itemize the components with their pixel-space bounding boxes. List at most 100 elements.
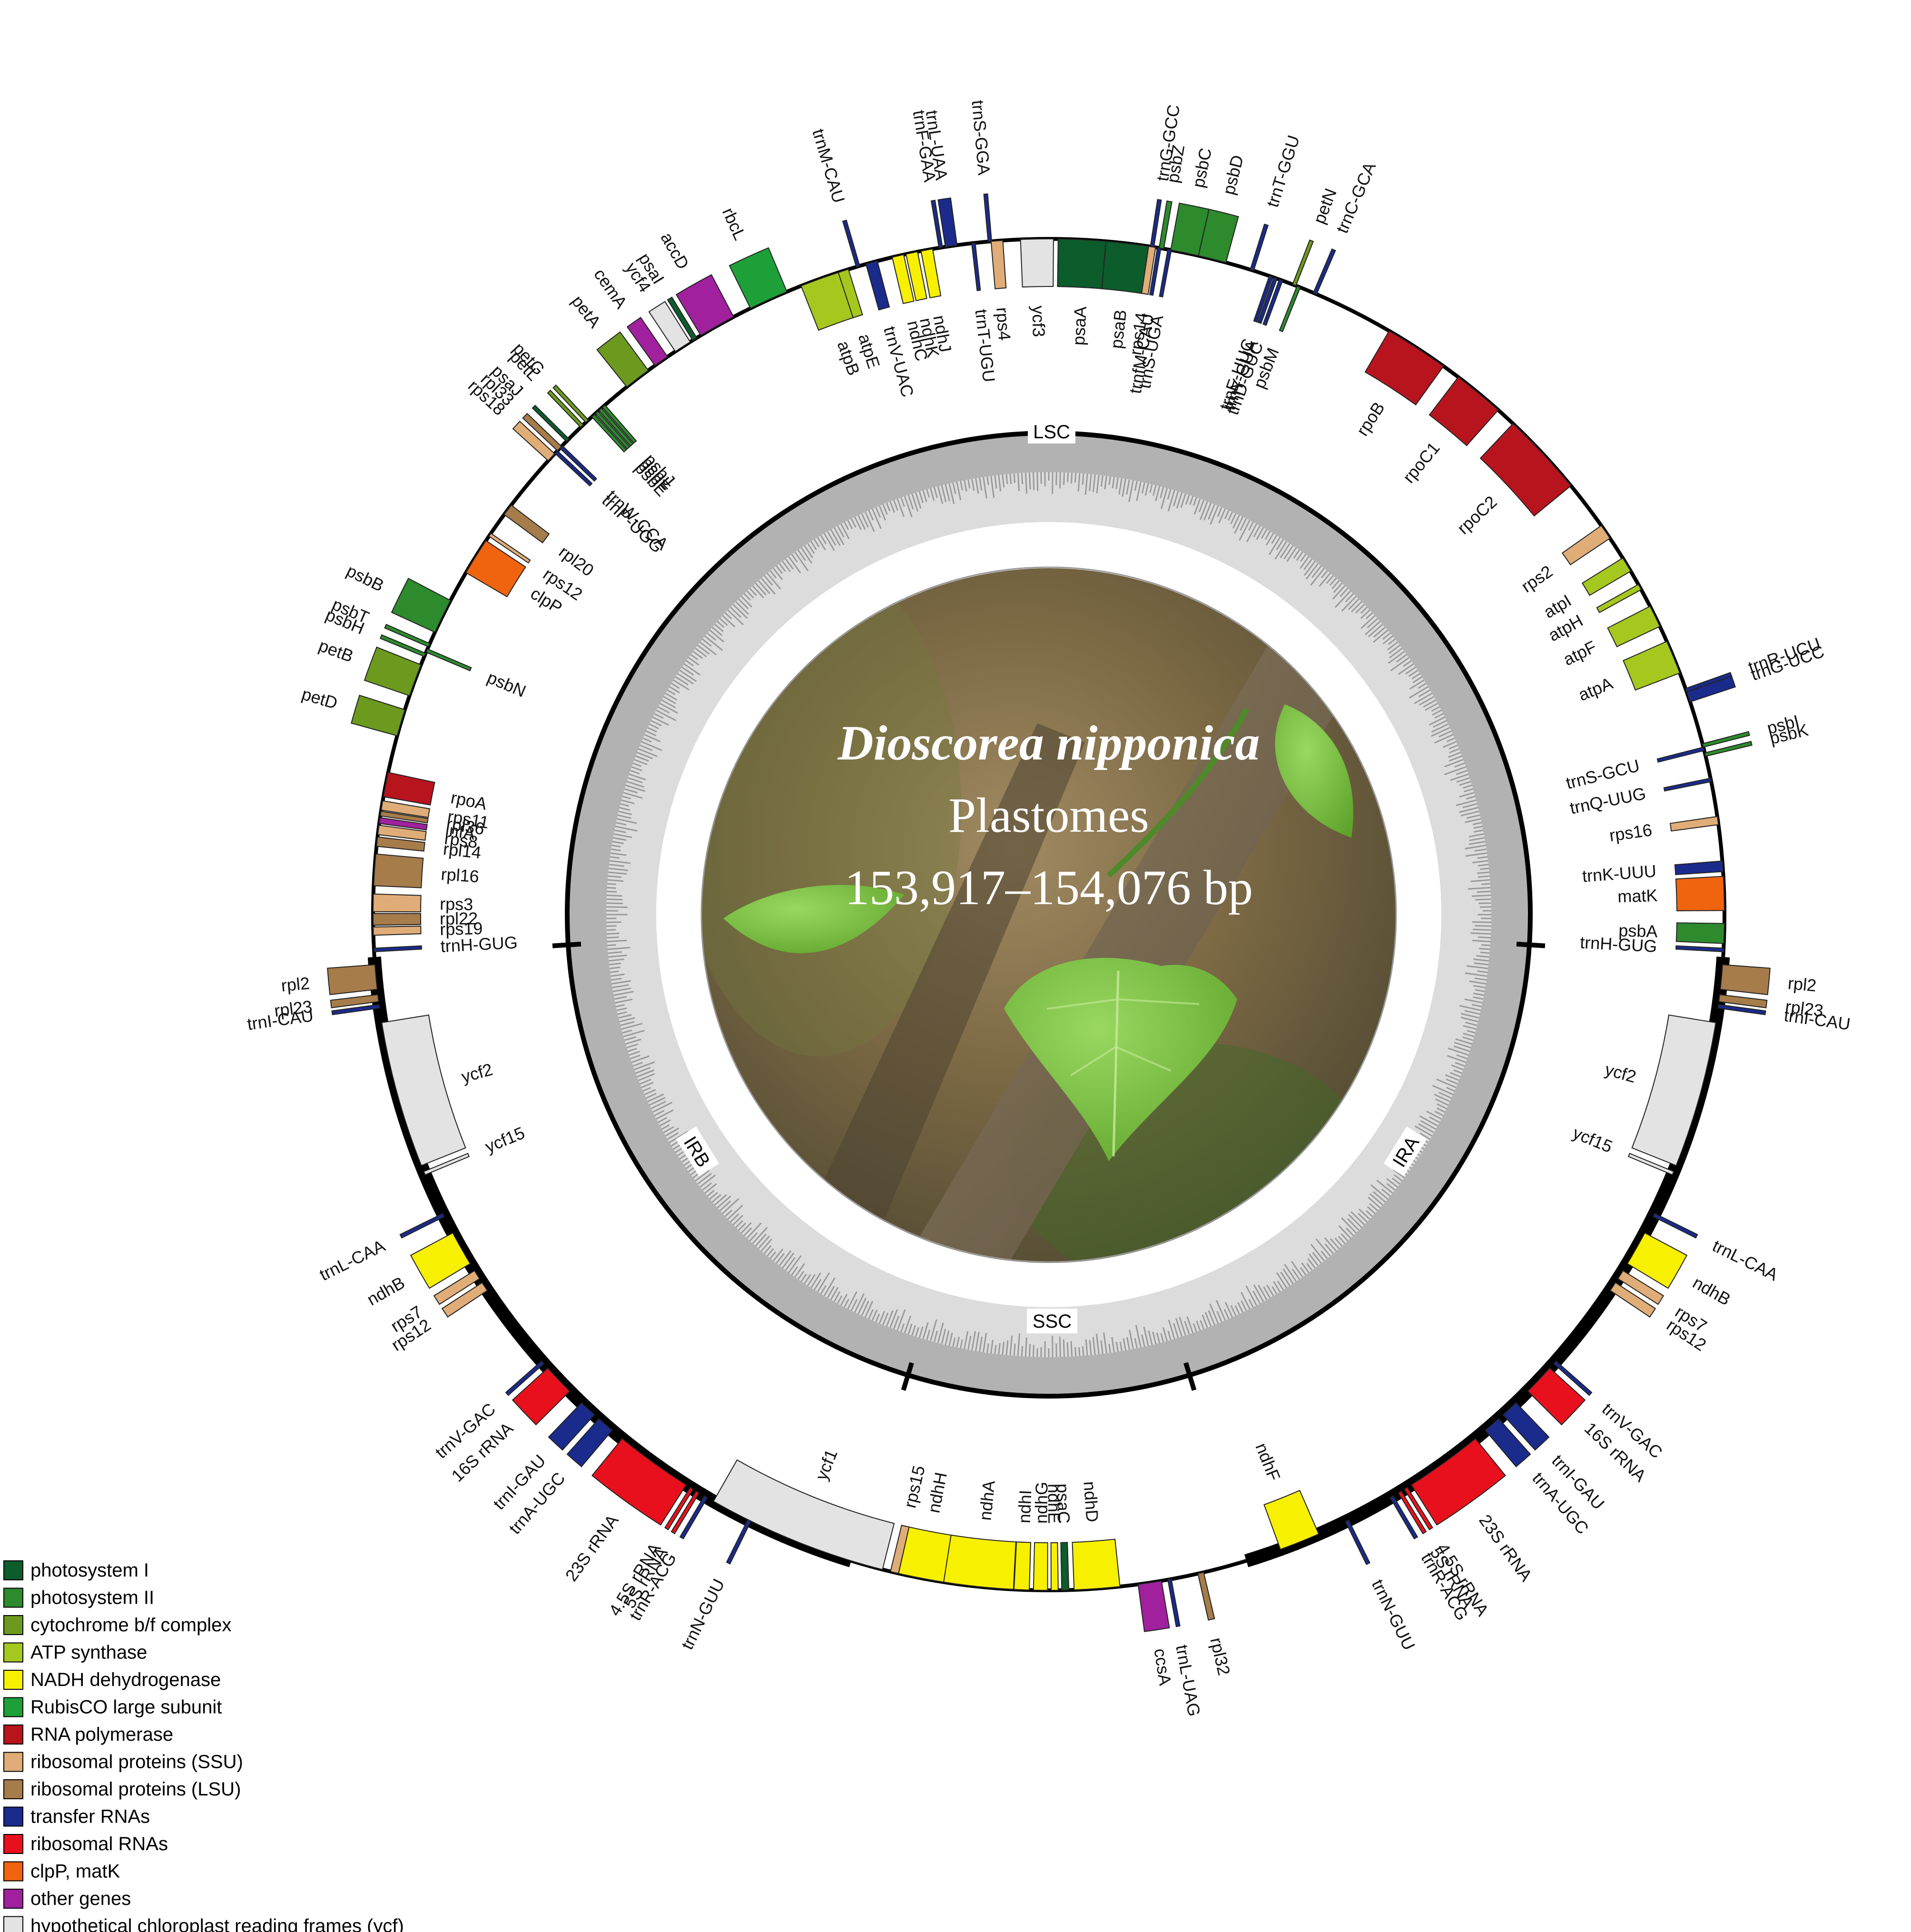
gene-rpoc2 bbox=[1479, 423, 1572, 517]
gene-psbn bbox=[425, 648, 472, 671]
legend-swatch bbox=[3, 1806, 23, 1827]
gene-rps16 bbox=[1669, 816, 1719, 832]
gene-trnt-ggu bbox=[1250, 223, 1269, 272]
gene-label: trnT-GGU bbox=[1262, 133, 1303, 209]
gene-psaj bbox=[532, 404, 570, 443]
gene-trni-cau bbox=[1717, 1004, 1766, 1015]
gene-trns-gcu bbox=[1656, 746, 1705, 763]
gene-psbe bbox=[591, 414, 627, 453]
gene-ndhb bbox=[410, 1232, 471, 1289]
gene-label: rps8 bbox=[443, 828, 479, 852]
gene-trnl-uag bbox=[1167, 1578, 1181, 1627]
gene-rpl14 bbox=[376, 836, 425, 852]
gene-label: rpl22 bbox=[440, 908, 478, 928]
gene-label: psbD bbox=[1219, 153, 1247, 197]
gene-rps19 bbox=[373, 926, 422, 936]
gene-trnn-guu bbox=[726, 1519, 752, 1565]
gene-label: psaA bbox=[1069, 306, 1090, 346]
gene-label: trnI-CAU bbox=[1783, 1005, 1852, 1034]
legend-swatch bbox=[3, 1861, 23, 1882]
gene-rps4 bbox=[990, 240, 1007, 289]
gene-label: ycf3 bbox=[1029, 306, 1049, 337]
gene-rps15 bbox=[890, 1525, 910, 1574]
gene-trnl-caa bbox=[1652, 1212, 1698, 1239]
gene-ndhj bbox=[920, 248, 942, 298]
gene-label: rps3 bbox=[440, 894, 473, 914]
gene-rpl2 bbox=[327, 964, 378, 996]
gene-trns-uga bbox=[1159, 249, 1172, 298]
gene-label: atpA bbox=[1576, 673, 1615, 705]
svg-text:LSC: LSC bbox=[1033, 422, 1070, 443]
gene-trnm-cau bbox=[842, 219, 860, 268]
gene-ndhg bbox=[1033, 1542, 1048, 1591]
gene-ndhk bbox=[905, 251, 927, 301]
gene-rps3 bbox=[373, 893, 422, 913]
gene-accd bbox=[675, 274, 735, 336]
gene-label: trnM-CAU bbox=[808, 127, 849, 205]
region-tick bbox=[552, 941, 581, 948]
region-label-ssc: SSC bbox=[1027, 1309, 1077, 1333]
legend-swatch bbox=[3, 1725, 23, 1745]
gene-label: rps4 bbox=[993, 306, 1015, 341]
gene-trnfm-cau bbox=[1149, 247, 1162, 296]
gene-psai bbox=[667, 296, 698, 341]
gene-label: rbcL bbox=[719, 205, 750, 243]
gene-trnw-cca bbox=[559, 445, 598, 482]
gene-ndhe bbox=[1050, 1542, 1059, 1591]
gene-trnh-gug bbox=[1675, 945, 1724, 953]
gene-trnk-uuu bbox=[1674, 860, 1724, 876]
species-title: Dioscorea nipponica bbox=[837, 716, 1260, 770]
gene-petl bbox=[547, 389, 584, 428]
gene-psbl bbox=[598, 407, 634, 447]
gene-trnf-gaa bbox=[930, 199, 943, 249]
gene-label: ycf1 bbox=[811, 1447, 841, 1483]
gene-trni-gau bbox=[1502, 1402, 1550, 1451]
gene-label: rpoC1 bbox=[1399, 438, 1444, 487]
legend-label: other genes bbox=[30, 1888, 131, 1909]
gene-label: ycf2 bbox=[1603, 1059, 1638, 1086]
gene-rps7 bbox=[1617, 1270, 1665, 1305]
photo-border bbox=[700, 566, 1397, 1263]
gene-trnr-acg bbox=[1389, 1495, 1418, 1540]
gene-label: ndhE bbox=[1044, 1484, 1064, 1524]
gene-rpl23 bbox=[330, 994, 379, 1008]
gene-16s-rrna bbox=[512, 1367, 571, 1426]
gene-peta bbox=[596, 331, 649, 388]
gene-psbf bbox=[594, 410, 630, 450]
gene-rps7 bbox=[433, 1270, 481, 1305]
gene-label: trnS-GGA bbox=[968, 99, 994, 176]
gene-label: rps19 bbox=[440, 918, 483, 939]
legend-label: transfer RNAs bbox=[30, 1806, 150, 1827]
gene-ycf2 bbox=[1631, 1014, 1716, 1166]
gene-23s-rrna bbox=[591, 1438, 687, 1526]
genome-size: 153,917–154,076 bp bbox=[845, 860, 1253, 915]
gene-trni-cau bbox=[331, 1004, 380, 1015]
gene-matk bbox=[1675, 876, 1725, 911]
gene-rps11 bbox=[380, 800, 431, 818]
gc-outer-ring bbox=[568, 434, 1529, 1395]
gene-label: ycf15 bbox=[482, 1123, 527, 1157]
gene-psbk bbox=[1704, 740, 1753, 757]
legend-swatch bbox=[3, 1560, 23, 1580]
gene-label: rpl16 bbox=[440, 864, 480, 886]
gene-petn bbox=[1292, 239, 1314, 286]
gene-ycf2 bbox=[381, 1014, 466, 1166]
legend-label: ribosomal proteins (LSU) bbox=[30, 1779, 241, 1800]
gene-rps12 bbox=[1609, 1282, 1656, 1318]
gene-trna-ugc bbox=[566, 1418, 613, 1468]
gene-rpl36 bbox=[380, 810, 429, 824]
gene-label: psbC bbox=[1188, 146, 1215, 189]
gene-trne-uuc bbox=[1253, 275, 1273, 323]
legend-label: RNA polymerase bbox=[30, 1724, 173, 1745]
legend-swatch bbox=[3, 1615, 23, 1635]
legend-label: photosystem I bbox=[30, 1560, 149, 1581]
gene-label: psaB bbox=[1106, 309, 1130, 350]
gene-trnq-uug bbox=[1663, 778, 1712, 792]
gene-rpoc1 bbox=[1428, 376, 1499, 446]
gene-label: trnH-GUG bbox=[1579, 933, 1657, 956]
gene-cema bbox=[626, 316, 669, 366]
gene-label: ycf15 bbox=[1570, 1123, 1615, 1157]
legend-label: NADH dehydrogenase bbox=[30, 1669, 221, 1690]
gene-infa bbox=[378, 817, 428, 831]
gene-rps8 bbox=[377, 825, 427, 841]
